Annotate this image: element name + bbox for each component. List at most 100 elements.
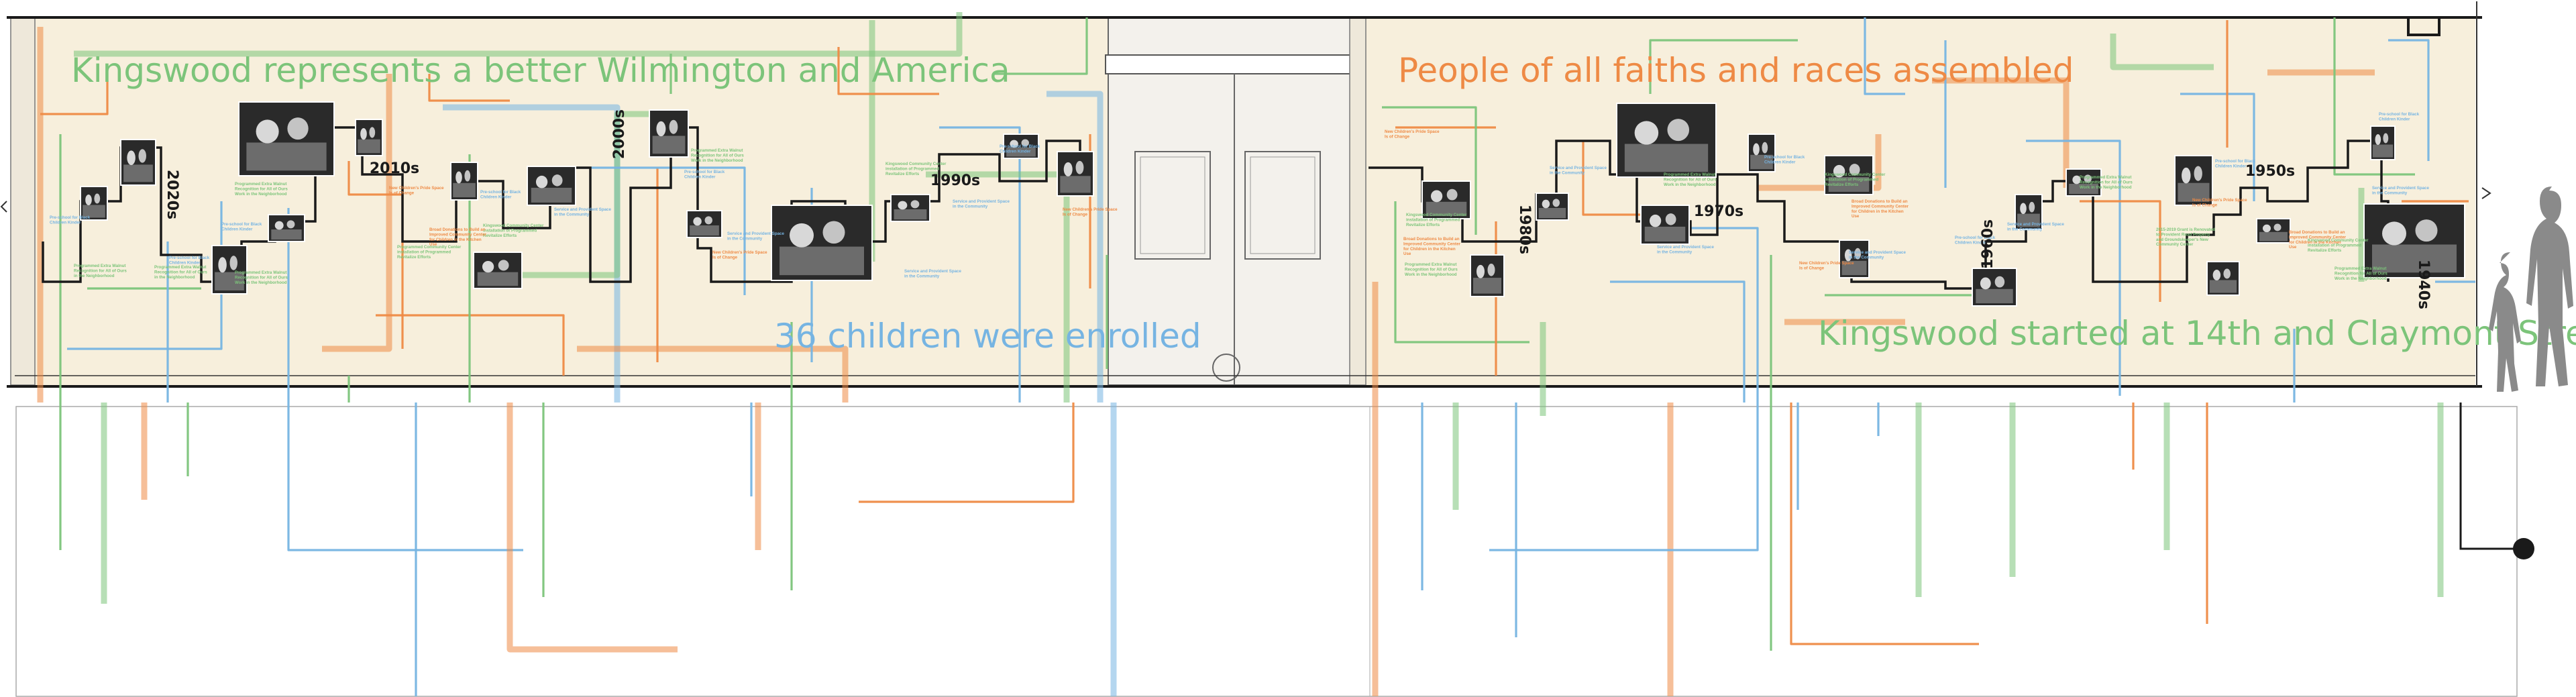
route-line (1382, 106, 1477, 235)
route-line (40, 81, 109, 115)
archival-photo (1972, 268, 2017, 307)
route-line (74, 12, 963, 57)
left-indicator (0, 201, 7, 213)
route-line (1758, 134, 1882, 191)
door-window-right (1244, 151, 1321, 260)
route-line (1790, 403, 1979, 645)
archival-photo (238, 101, 335, 176)
archival-photo (890, 194, 930, 222)
headline: People of all faiths and races assembled (1398, 51, 2074, 90)
headline: 36 children were enrolled (774, 317, 1201, 356)
route-line (428, 74, 510, 102)
route-line (506, 403, 678, 653)
route-line (1394, 201, 1529, 343)
archival-photo (1536, 193, 1569, 221)
route-line (577, 345, 849, 403)
archival-photo (211, 245, 248, 294)
route-line (859, 403, 1075, 503)
pillar-left (10, 17, 36, 386)
scale-figures (2489, 186, 2573, 392)
pillar-mid (1349, 17, 1366, 386)
archival-photo (1003, 133, 1039, 159)
decade-marker: 1970s (1694, 203, 1743, 220)
route-line (1582, 141, 1657, 216)
archival-photo (2065, 168, 2102, 197)
route-line (1610, 280, 1746, 403)
archival-photo (450, 162, 478, 201)
headline: Kingswood started at 14th and Claymont S… (1818, 314, 2576, 353)
route-line (2180, 93, 2255, 201)
route-line (347, 161, 404, 349)
route-line (443, 104, 621, 403)
route-line (2333, 17, 2415, 176)
route-line (2080, 200, 2161, 302)
adult-silhouette (2526, 186, 2573, 386)
archival-photo (268, 214, 305, 242)
decade-marker: 2000s (611, 109, 628, 159)
decade-marker: 1960s (1980, 219, 1996, 269)
archival-photo (686, 210, 722, 238)
archival-photo (1421, 180, 1471, 219)
door-window-right-inner (1250, 156, 1316, 254)
door-transom (1105, 54, 1365, 74)
child-silhouette (2489, 252, 2521, 392)
archival-photo (771, 205, 873, 281)
archival-photo (1839, 239, 1870, 278)
right-indicator (2481, 187, 2491, 199)
route-line (322, 74, 392, 352)
archival-photo (2015, 194, 2043, 230)
route-line (2026, 140, 2121, 396)
decade-marker: 1950s (2245, 163, 2295, 180)
floor-plan-area (15, 406, 2518, 697)
archival-photo (1057, 151, 1094, 197)
photo-set (80, 101, 2465, 307)
decade-marker: 1990s (930, 172, 980, 189)
timeline-spine-line (1368, 140, 2390, 290)
plan-end-marker (2459, 403, 2534, 559)
route-line (1649, 39, 1798, 94)
route-line (577, 166, 746, 295)
decade-marker: 2020s (164, 170, 180, 219)
headline-texts: Kingswood represents a better Wilmington… (71, 51, 2576, 356)
route-line (993, 17, 1088, 75)
archival-photo (355, 119, 383, 156)
door-window-left (1134, 151, 1211, 260)
decade-marker: 2010s (370, 160, 419, 177)
route-line (1864, 17, 1905, 95)
route-line (503, 111, 651, 278)
